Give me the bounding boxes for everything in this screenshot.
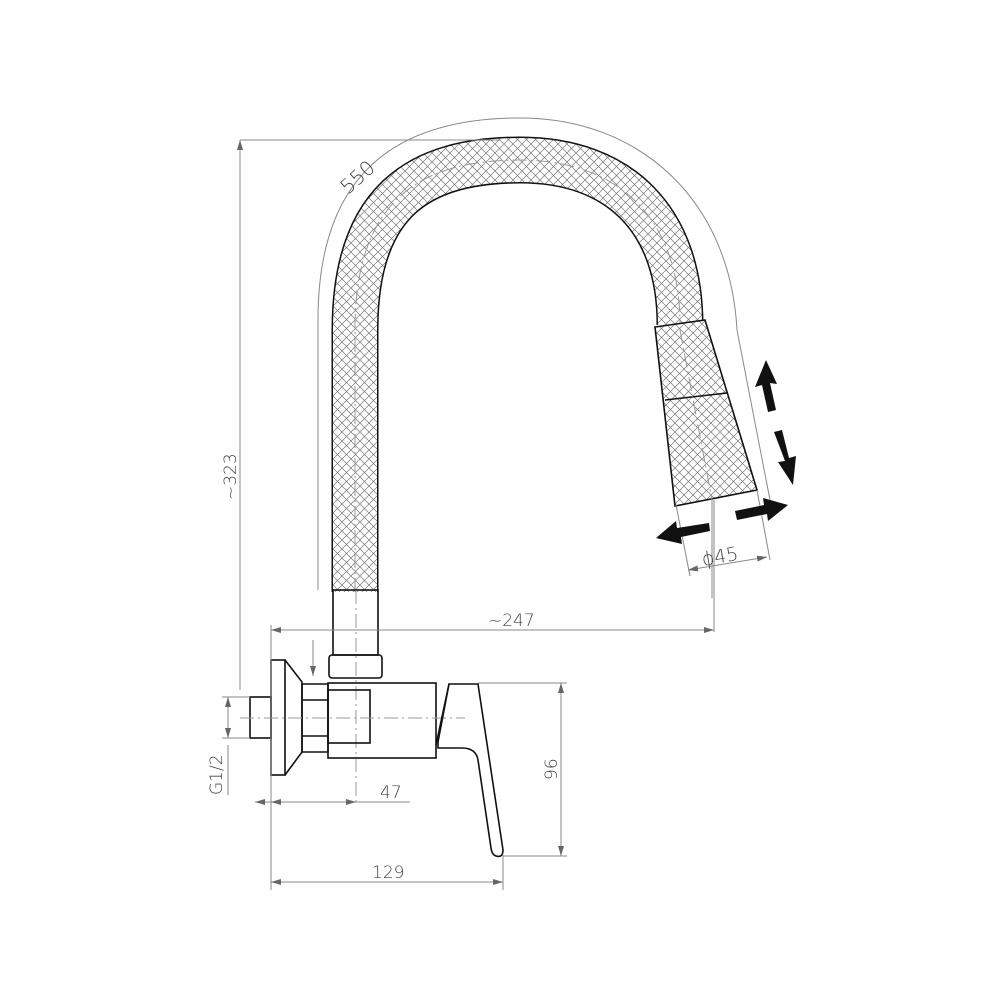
- arrow-up-icon: [755, 360, 777, 412]
- dim-height: ~323: [221, 453, 241, 500]
- dim-reach: ~247: [488, 611, 535, 631]
- hose-fitting: [328, 589, 383, 805]
- arrow-right-icon: [735, 498, 788, 521]
- lever-handle: [435, 683, 504, 858]
- arrow-left-icon: [656, 521, 710, 544]
- faucet-body: [240, 659, 465, 776]
- dimension-lines: [222, 117, 771, 890]
- dim-body-length: 129: [372, 863, 404, 883]
- arrow-down-icon: [774, 430, 796, 485]
- spray-head: [654, 319, 759, 507]
- dim-spray-diameter: ϕ45: [700, 543, 740, 571]
- motion-arrows: [656, 360, 796, 544]
- dim-axis-offset: 47: [380, 783, 402, 803]
- dim-thread: G1/2: [207, 754, 227, 795]
- flexible-hose: [331, 136, 704, 592]
- dim-handle-height: 96: [542, 758, 562, 780]
